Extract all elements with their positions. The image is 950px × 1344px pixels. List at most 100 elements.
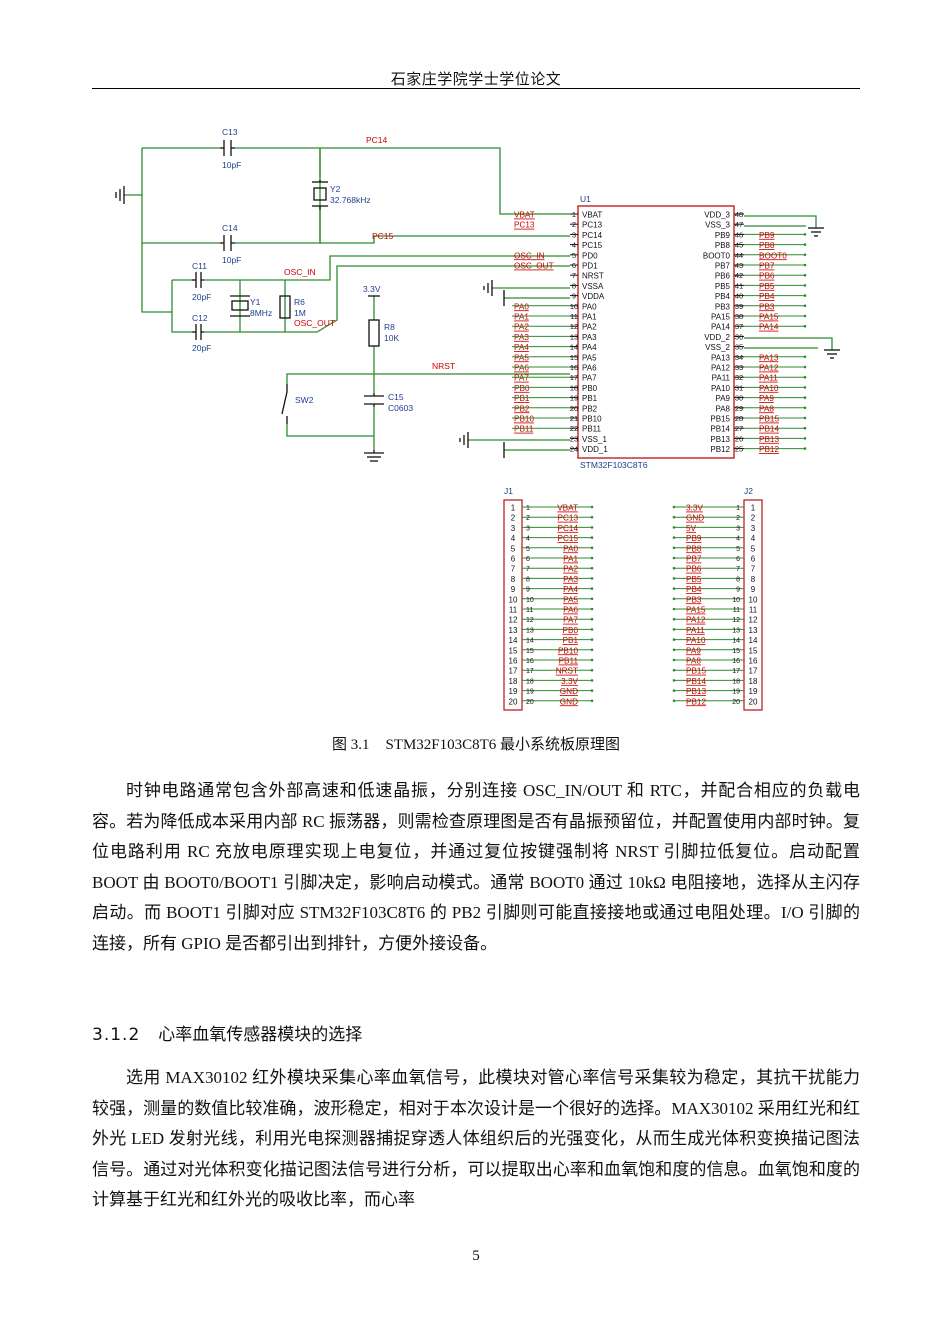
u1-left-pin-name: VSSA bbox=[582, 282, 604, 291]
u1-right-pin-name: PB3 bbox=[715, 302, 731, 311]
u1-right-net-label: PA14 bbox=[759, 323, 779, 332]
j2-net-label: PA12 bbox=[686, 616, 706, 625]
j1-inner-number: 9 bbox=[526, 587, 530, 594]
u1-right-pin-number: 44 bbox=[735, 251, 743, 260]
u1-right-pin-number: 29 bbox=[735, 404, 743, 413]
u1-left-pin-name: PA0 bbox=[582, 302, 597, 311]
u1-left-pin-number: 7 bbox=[572, 271, 576, 280]
u1-right-net-label: PB12 bbox=[759, 445, 779, 454]
page-number: 5 bbox=[472, 1248, 480, 1264]
u1-left-net-label: PB1 bbox=[514, 394, 530, 403]
j2-net-label: 3.3V bbox=[686, 504, 703, 513]
u1-right-net-label: BOOT0 bbox=[759, 251, 787, 260]
u1-left-pin-name: VDD_1 bbox=[582, 445, 608, 454]
u1-left-pin-name: VSS_1 bbox=[582, 435, 607, 444]
j2-pin-number: 20 bbox=[749, 697, 758, 706]
section-number: 3.1.2 bbox=[92, 1025, 141, 1045]
u1-right-rails bbox=[744, 215, 840, 359]
j2-net-dot bbox=[672, 526, 676, 529]
j1-net-label: PA4 bbox=[563, 585, 578, 594]
j1-inner-number: 17 bbox=[526, 668, 534, 675]
u1-left-net-label: PA5 bbox=[514, 353, 529, 362]
j2-net-label: PB13 bbox=[686, 687, 706, 696]
u1-left-pin-name: PB10 bbox=[582, 415, 602, 424]
j2-inner-number: 17 bbox=[732, 668, 740, 675]
u1-right-net-dot bbox=[803, 263, 807, 267]
j2-net-dot bbox=[672, 587, 676, 590]
paragraph-max30102: 选用 MAX30102 红外模块采集心率血氧信号，此模块对管心率信号采集较为稳定… bbox=[92, 1068, 860, 1209]
j1-net-dot bbox=[590, 587, 594, 590]
j2-net-label: PB4 bbox=[686, 585, 702, 594]
u1-right-net-dot bbox=[803, 447, 807, 450]
u1-right-pin-name: PB15 bbox=[710, 415, 730, 424]
figure-number: 图 3.1 bbox=[331, 737, 370, 753]
j1-inner-number: 20 bbox=[526, 699, 534, 706]
j1-inner-number: 2 bbox=[526, 515, 530, 522]
y2-ref: Y2 bbox=[330, 184, 341, 194]
r6-ref: R6 bbox=[294, 297, 305, 307]
j2-net-label: PB9 bbox=[686, 534, 702, 543]
u1-right-net-label: PB5 bbox=[759, 282, 775, 291]
u1-left-pin-number: 12 bbox=[570, 322, 578, 331]
u1-left-pin-number: 22 bbox=[570, 424, 578, 433]
u1-right-pin-number: 41 bbox=[735, 281, 743, 290]
u1-left-net-label: PA1 bbox=[514, 313, 529, 322]
j1-pin-number: 7 bbox=[511, 565, 516, 574]
j2-inner-number: 10 bbox=[732, 597, 740, 604]
u1-right-pin-name: PB8 bbox=[715, 241, 731, 250]
j2-net-label: PA11 bbox=[686, 626, 705, 635]
j2-inner-number: 9 bbox=[736, 587, 740, 594]
u1-left-net-label: PB2 bbox=[514, 404, 530, 413]
u1-right-pin-name: VDD_2 bbox=[704, 333, 730, 342]
j1-net-label: GND bbox=[560, 697, 578, 706]
u1-left-pin-name: PC13 bbox=[582, 221, 603, 230]
u1-left-pin-number: 18 bbox=[570, 383, 578, 392]
u1-right-pin-name: PA14 bbox=[711, 323, 731, 332]
j2-net-dot bbox=[672, 597, 676, 601]
u1-right-net-dot bbox=[803, 233, 807, 236]
j1-net-label: PC14 bbox=[558, 524, 579, 533]
j1-net-dot bbox=[590, 638, 594, 641]
running-header: 石家庄学院学士学位论文 bbox=[390, 72, 562, 88]
u1-right-pin-name: PB7 bbox=[715, 262, 731, 271]
j1-inner-number: 5 bbox=[526, 546, 530, 553]
j2-pin-number: 2 bbox=[751, 514, 756, 523]
j1-inner-number: 6 bbox=[526, 556, 530, 563]
j1-net-dot bbox=[590, 597, 594, 601]
u1-right-pin-number: 39 bbox=[735, 302, 743, 311]
u1-right-pin-name: PB6 bbox=[715, 272, 731, 281]
j1-inner-number: 3 bbox=[526, 525, 530, 532]
j1-inner-number: 10 bbox=[526, 597, 534, 604]
j2-pin-number: 9 bbox=[751, 585, 756, 594]
j2-pin-number: 18 bbox=[749, 677, 758, 686]
figure-title: STM32F103C8T6 最小系统板原理图 bbox=[385, 737, 621, 753]
j1-net-label: PA5 bbox=[563, 595, 578, 604]
j1-net-dot bbox=[590, 515, 594, 519]
c11-ref: C11 bbox=[192, 261, 207, 271]
u1-right-pin-number: 35 bbox=[735, 343, 743, 352]
j1-inner-number: 8 bbox=[526, 576, 530, 583]
u1-left-pin-name: PA3 bbox=[582, 333, 597, 342]
y1-ref: Y1 bbox=[250, 297, 261, 307]
u1-right-net-label: PA12 bbox=[759, 364, 779, 373]
u1-right-pin-name: PA11 bbox=[712, 374, 731, 383]
u1-left-pin-number: 2 bbox=[572, 220, 576, 229]
j1-net-dot bbox=[590, 556, 594, 560]
u1-left-pin-number: 5 bbox=[572, 251, 576, 260]
paragraph-clock-reset: 时钟电路通常包含外部高速和低速晶振，分别连接 OSC_IN/OUT 和 RTC，… bbox=[92, 781, 860, 953]
u1-right-net-dot bbox=[803, 273, 807, 277]
u1-left-pin-number: 9 bbox=[572, 292, 576, 301]
u1-chip bbox=[577, 205, 735, 459]
u1-right-pin-name: PB9 bbox=[715, 231, 731, 240]
j1-net-dot bbox=[590, 668, 594, 672]
j1-pin-number: 6 bbox=[511, 555, 516, 564]
j2-inner-number: 11 bbox=[733, 607, 740, 614]
u1-right-pin-name: PB12 bbox=[710, 445, 730, 454]
u1-left-pin-number: 4 bbox=[572, 241, 576, 250]
j1-body bbox=[503, 499, 523, 711]
j2-net-label: PA9 bbox=[686, 646, 701, 655]
j1-pin-number: 20 bbox=[509, 697, 518, 706]
j2-inner-number: 3 bbox=[736, 525, 740, 532]
